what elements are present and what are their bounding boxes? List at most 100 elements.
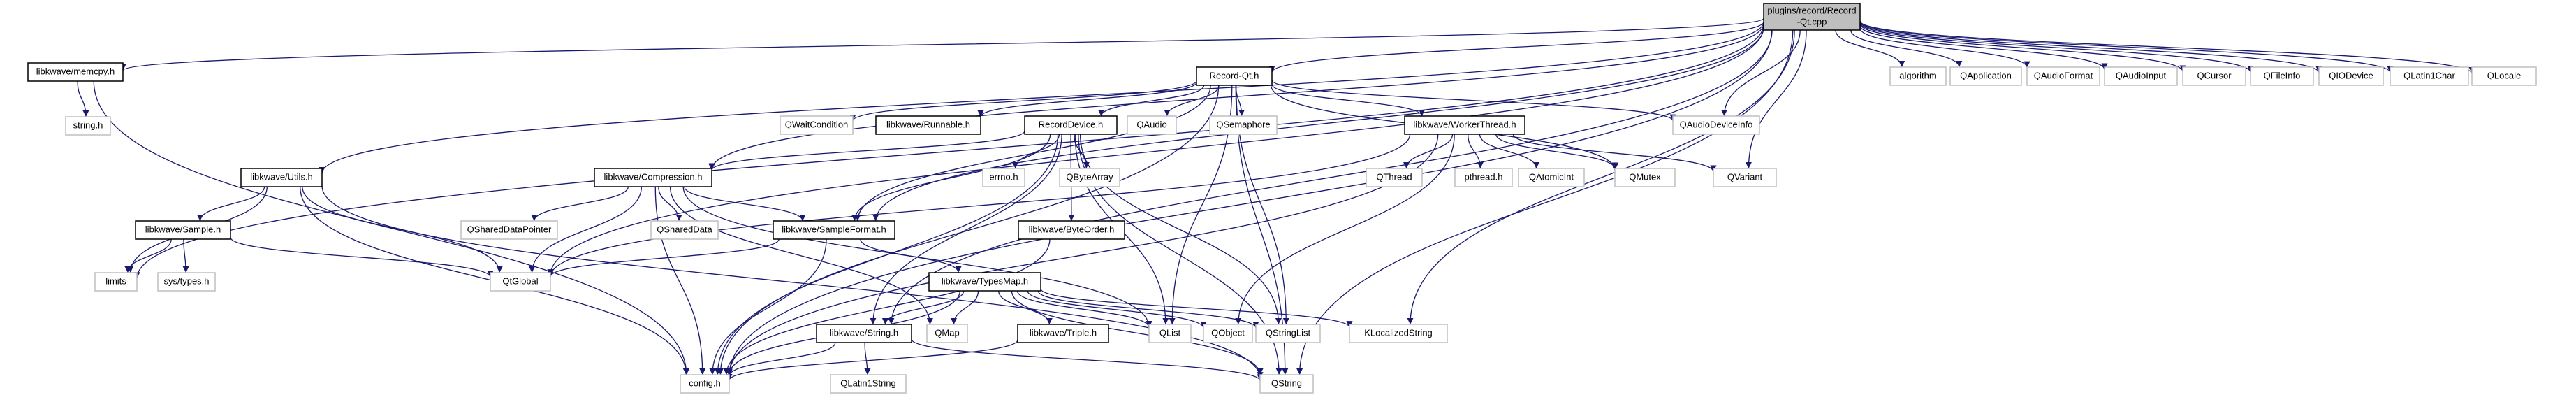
node-label-qfileinfo: QFileInfo [2264, 70, 2301, 80]
node-label-runnable: libkwave/Runnable.h [886, 119, 970, 129]
node-utils[interactable]: libkwave/Utils.h [240, 168, 323, 187]
node-typesmap[interactable]: libkwave/TypesMap.h [928, 272, 1041, 292]
edge-workerthread-to-qtglobal [547, 134, 1411, 277]
node-compression[interactable]: libkwave/Compression.h [594, 168, 712, 187]
node-label-qstringlist: QStringList [1266, 327, 1311, 338]
node-box-qshareddatapointer [460, 220, 558, 240]
node-label-triple: libkwave/Triple.h [1030, 327, 1097, 338]
node-qlatin1string: QLatin1String [830, 374, 907, 394]
edge-root-to-qtglobal [547, 27, 1764, 276]
node-box-pthread [1454, 168, 1513, 187]
nodes-layer: plugins/record/Record-Qt.cpp libkwave/mem… [27, 3, 2537, 394]
edge-workerthread-to-qatomicint [1479, 134, 1540, 169]
node-qmap: QMap [926, 324, 968, 343]
node-systypes: sys/types.h [157, 272, 216, 292]
edge-byteorder-to-config [723, 238, 1051, 375]
node-record_qt_h[interactable]: Record-Qt.h [1196, 66, 1273, 86]
edge-root-to-qlocale [1859, 20, 2475, 74]
edge-sampleformat-to-typesmap [860, 238, 962, 273]
edge-root-to-utils [319, 22, 1764, 173]
node-box-qaudiodeviceinfo [1672, 115, 1760, 135]
edge-utils-to-sample [196, 186, 265, 222]
edge-record_qt_h-to-qstring [1235, 85, 1289, 375]
edge-typesmap-to-qstring [1011, 290, 1264, 375]
node-label-qsemaphore: QSemaphore [1216, 119, 1270, 129]
edge-root-to-qcursor [1859, 23, 2186, 72]
edge-compression-to-sampleformat [684, 186, 806, 222]
node-config: config.h [680, 374, 730, 394]
node-label-qlocale: QLocale [2487, 70, 2521, 80]
node-box-qcursor [2182, 66, 2246, 86]
node-memcpy[interactable]: libkwave/memcpy.h [27, 62, 124, 82]
node-qstring: QString [1259, 374, 1314, 394]
edge-workerthread-to-qvariant [1512, 134, 1717, 172]
edge-typesmap-to-qlist [1016, 290, 1152, 328]
node-label-root: -Qt.cpp [1797, 16, 1827, 27]
node-qshareddata: QSharedData [650, 220, 719, 240]
node-algorithm: algorithm [1889, 66, 1947, 86]
edge-sample-to-limits [124, 238, 172, 273]
node-sample[interactable]: libkwave/Sample.h [135, 220, 231, 240]
node-box-qtglobal [490, 272, 551, 292]
edge-memcpy-to-config [93, 80, 690, 375]
edge-triple-to-config [726, 339, 1018, 381]
node-pthread: pthread.h [1454, 168, 1513, 187]
node-label-record_qt_h: Record-Qt.h [1210, 70, 1259, 80]
edge-root-to-qaudioinput [1859, 25, 2108, 70]
node-qfileinfo: QFileInfo [2250, 66, 2314, 86]
node-qaudioformat: QAudioFormat [2026, 66, 2100, 86]
node-recorddevice[interactable]: RecordDevice.h [1024, 115, 1118, 135]
node-box-limits [94, 272, 138, 292]
node-box-byteorder [1018, 220, 1125, 240]
edge-workerthread-to-qobject [1235, 134, 1455, 325]
node-label-qvariant: QVariant [1727, 171, 1763, 182]
node-box-recorddevice [1024, 115, 1118, 135]
node-label-root: plugins/record/Record [1767, 5, 1856, 15]
node-byteorder[interactable]: libkwave/ByteOrder.h [1018, 220, 1125, 240]
edge-sampleformat-to-config [709, 238, 827, 375]
node-qaudiodeviceinfo: QAudioDeviceInfo [1672, 115, 1760, 135]
node-label-qmap: QMap [935, 327, 959, 338]
node-box-klocalizedstring [1349, 324, 1448, 343]
node-qobject: QObject [1203, 324, 1253, 343]
edge-typesmap-to-qstringlist [1037, 290, 1259, 329]
node-root[interactable]: plugins/record/Record-Qt.cpp [1763, 3, 1861, 31]
node-kwstring[interactable]: libkwave/String.h [816, 324, 912, 343]
node-box-triple [1017, 324, 1109, 343]
node-label-qstring: QString [1271, 378, 1302, 388]
node-box-qiodevice [2318, 66, 2384, 86]
edge-workerthread-to-qmutex [1495, 134, 1618, 169]
edge-root-to-qfileinfo [1859, 22, 2254, 73]
node-workerthread[interactable]: libkwave/WorkerThread.h [1404, 115, 1525, 135]
node-qlocale: QLocale [2471, 66, 2537, 86]
node-box-qlocale [2471, 66, 2537, 86]
node-box-qlatin1char [2390, 66, 2469, 86]
node-label-qaudio: QAudio [1136, 119, 1166, 129]
node-box-qstring [1259, 374, 1314, 394]
node-label-qlatin1char: QLatin1Char [2403, 70, 2455, 80]
node-box-record_qt_h [1196, 66, 1273, 86]
node-runnable[interactable]: libkwave/Runnable.h [875, 115, 981, 135]
node-box-algorithm [1889, 66, 1947, 86]
edge-utils-to-qstring [321, 185, 1264, 379]
node-label-workerthread: libkwave/WorkerThread.h [1413, 119, 1516, 129]
node-label-qbytearray: QByteArray [1066, 171, 1113, 182]
node-box-workerthread [1404, 115, 1525, 135]
node-box-qbytearray [1059, 168, 1120, 187]
node-box-sampleformat [773, 220, 895, 240]
edge-compression-to-qshareddata [658, 186, 682, 222]
node-label-utils: libkwave/Utils.h [250, 171, 313, 182]
node-triple[interactable]: libkwave/Triple.h [1017, 324, 1109, 343]
node-label-compression: libkwave/Compression.h [604, 171, 703, 182]
node-sampleformat[interactable]: libkwave/SampleFormat.h [773, 220, 895, 240]
node-box-root [1763, 3, 1861, 31]
node-limits: limits [94, 272, 138, 292]
node-box-errno [982, 168, 1025, 187]
node-qvariant: QVariant [1713, 168, 1777, 187]
node-label-qtglobal: QtGlobal [502, 275, 538, 286]
node-label-pthread: pthread.h [1465, 171, 1503, 182]
node-label-qwaitcondition: QWaitCondition [785, 119, 849, 129]
node-label-qshareddatapointer: QSharedDataPointer [467, 224, 552, 234]
edge-root-to-qaudioformat [1859, 28, 2030, 68]
